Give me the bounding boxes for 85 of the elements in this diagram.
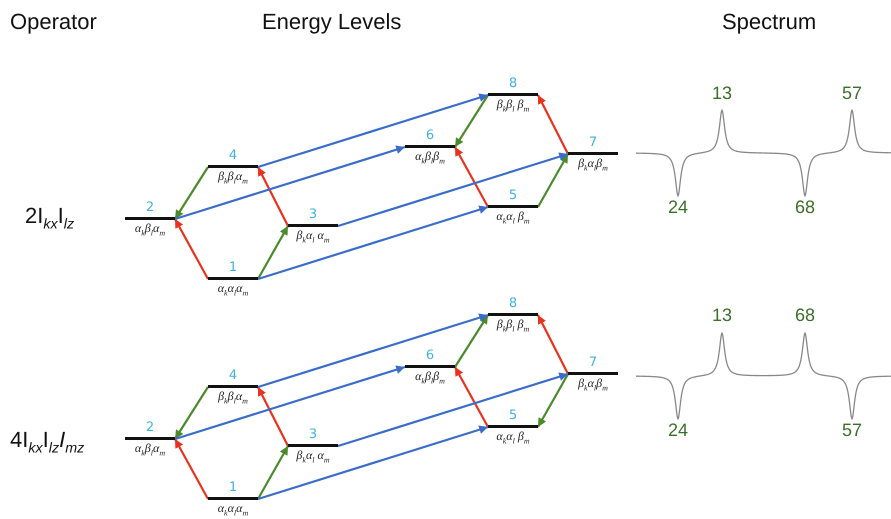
transition-arrow bbox=[537, 94, 569, 154]
spin-state-label: α$_{k}$α$_{l}$ β$_{m}$ bbox=[495, 429, 531, 448]
level-number: 3 bbox=[308, 427, 318, 442]
energy-level bbox=[405, 128, 455, 166]
energy-level bbox=[488, 188, 538, 226]
level-number: 4 bbox=[228, 148, 238, 163]
spin-state-label: β$_{k}$α$_{l}$β$_{m}$ bbox=[577, 156, 609, 174]
level-number: 2 bbox=[144, 420, 156, 435]
spin-state-label: α$_{k}$α$_{l}$α$_{m}$ bbox=[216, 281, 250, 300]
transition-arrow bbox=[537, 314, 569, 374]
energy-level bbox=[125, 420, 175, 458]
energy-level bbox=[568, 355, 618, 393]
energy-level bbox=[125, 200, 175, 238]
energy-level bbox=[208, 368, 258, 406]
transition-arrow bbox=[454, 146, 489, 208]
peak-label: 68 bbox=[794, 198, 816, 218]
peak-label: 24 bbox=[668, 198, 688, 218]
level-number: 8 bbox=[508, 296, 518, 311]
spin-state-label: β$_{k}$β$_{l}$ β$_{m}$ bbox=[496, 317, 530, 336]
peak-label: 68 bbox=[794, 306, 816, 326]
energy-level bbox=[208, 260, 258, 298]
level-number: 7 bbox=[588, 355, 598, 370]
energy-level bbox=[568, 135, 618, 173]
peak-label: 57 bbox=[842, 421, 862, 441]
transition-arrow bbox=[258, 425, 488, 500]
energy-level bbox=[288, 427, 338, 465]
transition-arrow bbox=[174, 365, 406, 440]
energy-level bbox=[208, 148, 258, 186]
transition-arrow bbox=[257, 166, 289, 226]
level-number: 2 bbox=[144, 200, 156, 215]
transition-arrow bbox=[454, 366, 489, 428]
level-number: 5 bbox=[508, 188, 518, 203]
spin-state-label: α$_{k}$β$_{l}$α$_{m}$ bbox=[134, 221, 166, 240]
transition-arrow bbox=[174, 386, 209, 440]
transition-arrow bbox=[257, 386, 289, 446]
spin-state-label: α$_{k}$α$_{l}$ β$_{m}$ bbox=[495, 209, 531, 228]
transition-arrow bbox=[257, 225, 289, 280]
level-number: 1 bbox=[228, 260, 238, 275]
transition-arrow bbox=[537, 153, 569, 208]
spin-state-label: β$_{k}$β$_{l}$α$_{m}$ bbox=[217, 169, 249, 188]
operator-label: 4I$_{kx}$I$_{lz}$I$_{mz}$ bbox=[10, 428, 84, 458]
transition-arrow bbox=[174, 145, 406, 220]
spin-state-label: β$_{k}$β$_{l}$ β$_{m}$ bbox=[496, 97, 530, 116]
transition-arrow bbox=[257, 445, 289, 500]
peak-label: 13 bbox=[712, 306, 732, 326]
spin-state-label: α$_{k}$β$_{l}$α$_{m}$ bbox=[134, 441, 166, 460]
level-number: 6 bbox=[424, 128, 436, 143]
level-number: 4 bbox=[228, 368, 238, 383]
transition-arrow bbox=[454, 94, 489, 148]
transition-arrow bbox=[454, 314, 489, 368]
level-number: 6 bbox=[424, 348, 436, 363]
transition-arrow bbox=[174, 438, 209, 500]
operator-label: 2I$_{kx}$I$_{lz}$ bbox=[25, 204, 74, 234]
level-number: 3 bbox=[308, 207, 318, 222]
level-number: 1 bbox=[228, 480, 238, 495]
level-number: 7 bbox=[588, 135, 598, 150]
transition-arrow bbox=[258, 313, 488, 388]
energy-level bbox=[488, 408, 538, 446]
peak-label: 24 bbox=[668, 421, 688, 441]
spin-state-label: β$_{k}$β$_{l}$α$_{m}$ bbox=[217, 389, 249, 408]
level-number: 8 bbox=[508, 76, 518, 91]
transition-arrow bbox=[174, 218, 209, 280]
spin-state-label: β$_{k}$α$_{l}$ α$_{m}$ bbox=[295, 228, 331, 246]
spin-state-label: α$_{k}$β$_{l}$β$_{m}$ bbox=[414, 149, 446, 168]
energy-level bbox=[288, 207, 338, 245]
column-heading: Spectrum bbox=[722, 10, 816, 34]
spin-state-label: β$_{k}$α$_{l}$ α$_{m}$ bbox=[295, 448, 331, 466]
level-number: 5 bbox=[508, 408, 518, 423]
transition-arrow bbox=[338, 152, 568, 228]
energy-level bbox=[488, 296, 538, 334]
transition-arrow bbox=[174, 166, 209, 220]
energy-level bbox=[208, 480, 258, 518]
transition-arrow bbox=[258, 205, 488, 280]
column-heading: Energy Levels bbox=[262, 10, 402, 34]
spin-state-label: β$_{k}$α$_{l}$β$_{m}$ bbox=[577, 376, 609, 394]
transition-arrow bbox=[338, 372, 568, 448]
transition-arrow bbox=[258, 93, 488, 168]
energy-level bbox=[405, 348, 455, 386]
spin-state-label: α$_{k}$α$_{l}$α$_{m}$ bbox=[216, 501, 250, 519]
peak-label: 13 bbox=[712, 84, 732, 104]
peak-label: 57 bbox=[842, 84, 862, 104]
spin-state-label: α$_{k}$β$_{l}$β$_{m}$ bbox=[414, 369, 446, 388]
transition-arrow bbox=[537, 373, 569, 428]
energy-level bbox=[488, 76, 538, 114]
column-heading: Operator bbox=[10, 10, 97, 34]
